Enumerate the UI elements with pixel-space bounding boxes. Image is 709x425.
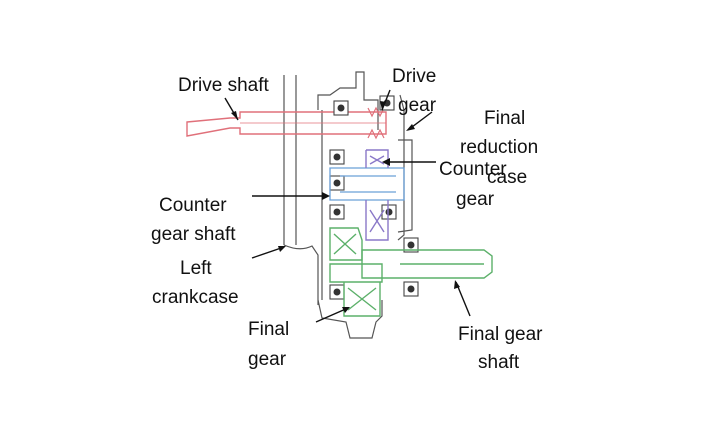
label-counter-gear-shaft-line2: gear shaft <box>151 224 236 245</box>
bearings <box>329 95 419 300</box>
drive-shaft <box>186 106 387 140</box>
label-drive-shaft: Drive shaft <box>178 75 270 96</box>
label-final-reduction-case-line3: case <box>487 167 527 188</box>
label-drive-gear-line2: gear <box>398 95 437 116</box>
final-gear-assembly <box>329 227 493 317</box>
label-counter-gear-line2: gear <box>456 189 495 210</box>
label-final-gear-line2: gear <box>248 349 287 370</box>
label-final-gear-shaft-line1: Final gear <box>458 324 543 345</box>
label-drive-gear-line1: Drive <box>392 66 436 87</box>
label-final-gear-shaft-line2: shaft <box>478 352 520 373</box>
counter-gear-shaft <box>329 167 405 201</box>
label-left-crankcase-line2: crankcase <box>152 287 239 308</box>
label-counter-gear-line1: Counter <box>439 159 507 180</box>
label-final-reduction-case-line2: reduction <box>460 137 538 158</box>
label-left-crankcase-line1: Left <box>180 258 212 279</box>
label-final-gear-line1: Final <box>248 319 289 340</box>
leader-lines <box>224 89 471 323</box>
label-final-reduction-case-line1: Final <box>484 108 525 129</box>
counter-gear <box>365 149 389 241</box>
label-counter-gear-shaft-line1: Counter <box>159 195 227 216</box>
